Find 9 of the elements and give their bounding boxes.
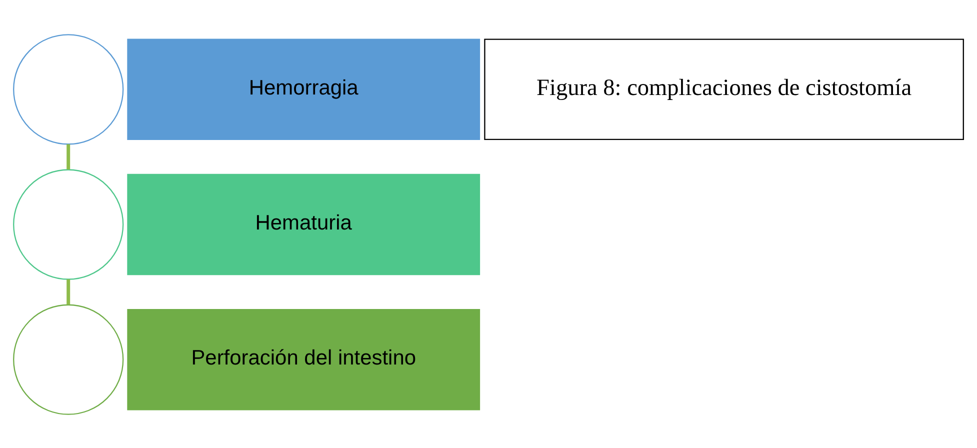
node-box: Perforación del intestino bbox=[127, 308, 480, 410]
node-circle bbox=[13, 168, 124, 280]
connector bbox=[66, 278, 70, 304]
connector bbox=[66, 144, 70, 170]
node-box: Hemorragia bbox=[127, 38, 480, 140]
node-box: Hematuria bbox=[127, 173, 480, 275]
node-box: Figura 8: complicaciones de cistostomía bbox=[484, 38, 964, 140]
node-circle bbox=[13, 304, 124, 414]
node-circle bbox=[13, 34, 124, 144]
